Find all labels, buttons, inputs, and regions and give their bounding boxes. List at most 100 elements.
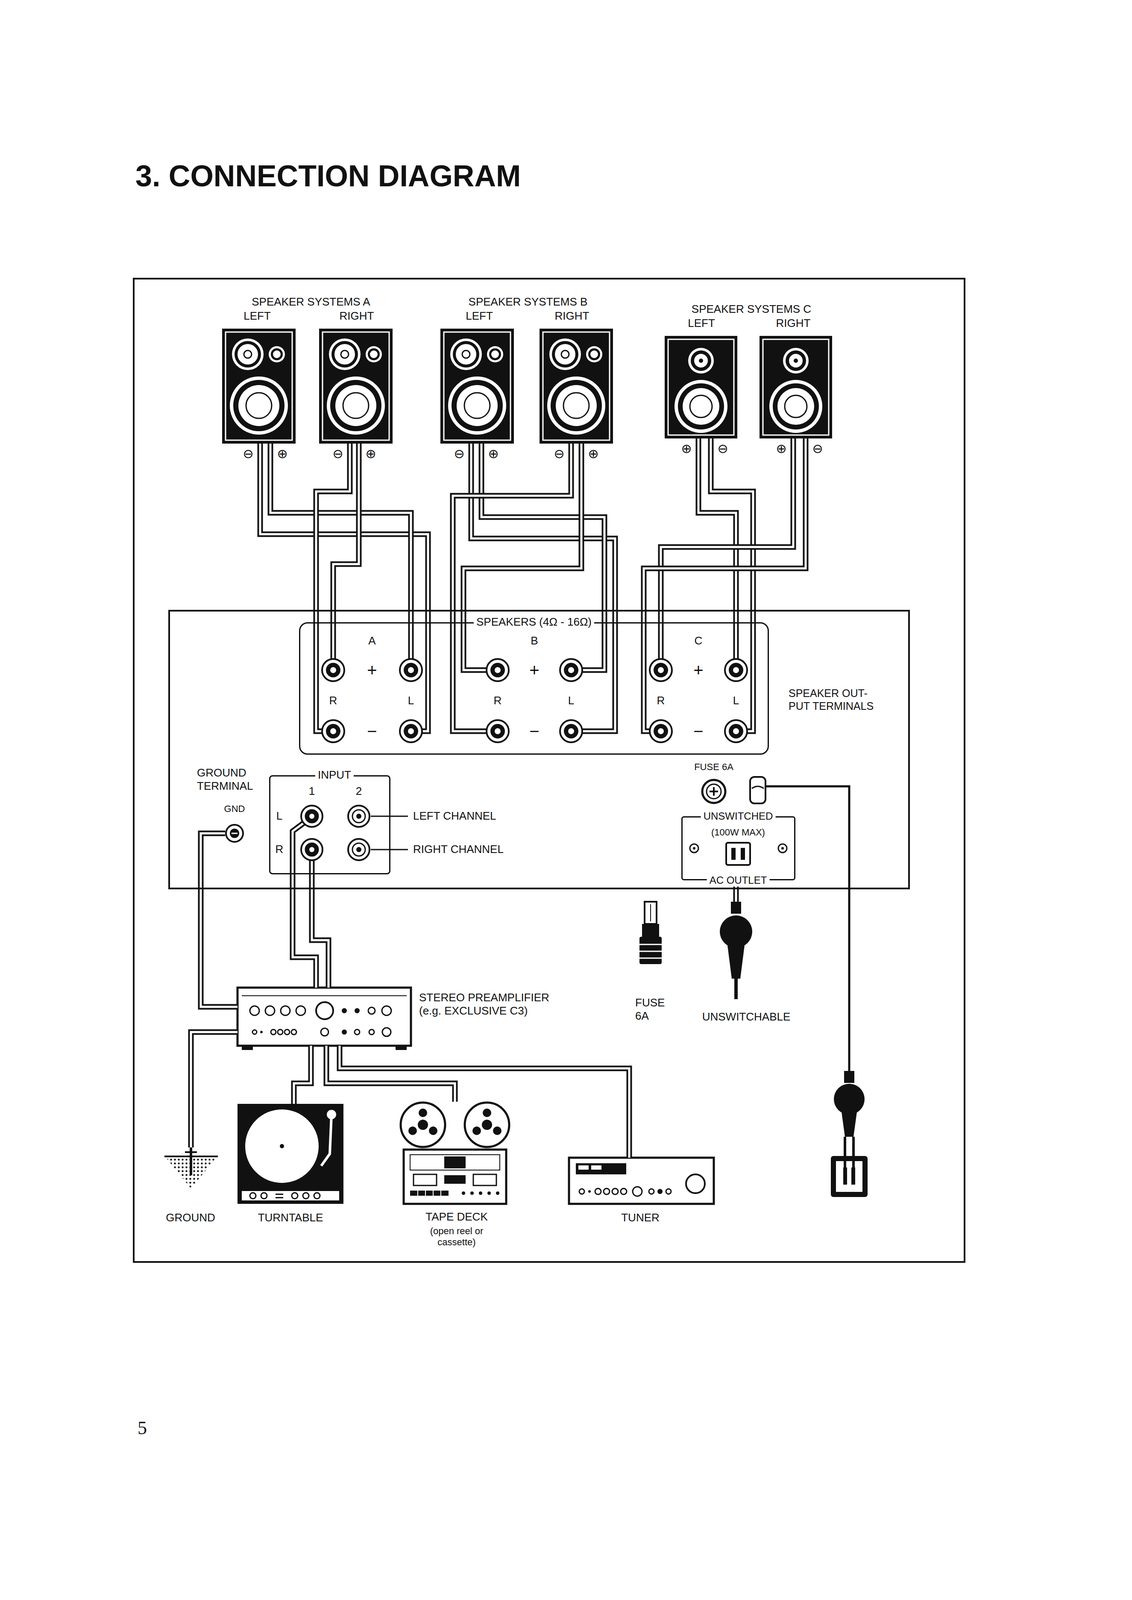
polarity-mark: ⊖: [453, 445, 465, 462]
wall-outlet: [830, 1070, 868, 1197]
cable-core: [333, 443, 359, 622]
input-jack-panel: INPUT: [269, 774, 391, 874]
polarity-mark: ⊕: [276, 445, 288, 462]
input-number: 2: [355, 784, 362, 798]
cable-sheath: [660, 438, 794, 622]
cable-core: [311, 873, 329, 988]
device-caption: GROUND: [165, 1210, 216, 1224]
cable-core: [471, 443, 616, 622]
tape-deck: TAPE DECK(open reel or cassette): [390, 1101, 524, 1204]
channel-label: LEFT: [687, 316, 716, 330]
device-caption: UNSWITCHABLE: [702, 1009, 791, 1024]
polarity-mark: ⊕: [487, 445, 499, 462]
terminal-caption: GROUND TERMINAL: [196, 765, 259, 793]
device-caption: TURNTABLE: [258, 1210, 324, 1224]
binding-posts: [322, 658, 748, 742]
ground-screw: [225, 824, 244, 842]
terminal-caption: SPEAKER OUT- PUT TERMINALS: [788, 686, 887, 713]
terminal-marking: GND: [224, 803, 246, 815]
device-caption: TAPE DECK: [425, 1209, 488, 1223]
speaker-cabinet: RIGHT: [539, 328, 613, 444]
cable: [200, 832, 238, 1007]
cable-core: [339, 1045, 630, 1158]
outlet-rating: (100W MAX): [711, 826, 766, 838]
fuse-art: [639, 901, 662, 964]
cable: [660, 438, 794, 622]
cable-sheath: [270, 443, 411, 622]
polarity-sign: −: [366, 720, 377, 742]
polarity-mark: ⊖: [717, 440, 728, 457]
polarity-mark: ⊕: [775, 440, 787, 457]
channel-letter: L: [407, 693, 414, 707]
polarity-mark: ⊕: [680, 440, 692, 457]
fuse: FUSE 6A: [640, 901, 661, 964]
cable: [311, 873, 329, 988]
turntable: TURNTABLE: [237, 1103, 344, 1204]
channel-letter: L: [733, 693, 740, 707]
tuner-art: [568, 1157, 714, 1204]
power-plug: UNSWITCHABLE: [719, 901, 753, 1000]
channel-letter: R: [656, 693, 666, 707]
channel-label: LEFT: [243, 309, 271, 323]
channel-callout: RIGHT CHANNEL: [413, 842, 504, 856]
ground-terminal: GROUND TERMINALGND: [225, 823, 244, 843]
cable-core: [481, 443, 605, 622]
cable-sheath: [311, 873, 329, 988]
cable: [471, 443, 616, 622]
polarity-mark: ⊖: [553, 445, 565, 462]
channel-callout: LEFT CHANNEL: [413, 809, 497, 823]
cable-sheath: [200, 832, 238, 1007]
ac-outlet: UNSWITCHED(100W MAX)AC OUTLET: [681, 815, 796, 880]
cable-core: [200, 832, 238, 1007]
speaker-cabinet: LEFT: [664, 335, 738, 439]
diagram-frame: [133, 278, 965, 1262]
polarity-mark: ⊕: [587, 445, 599, 462]
polarity-mark: ⊕: [365, 445, 376, 462]
cable-sheath: [698, 438, 737, 622]
cable-sheath: [333, 443, 359, 622]
speaker-cabinet: RIGHT: [759, 335, 833, 439]
outlet-caption: AC OUTLET: [706, 873, 770, 887]
cable: [698, 438, 737, 622]
cable-sheath: [643, 438, 806, 622]
cable: [270, 443, 411, 622]
page-number: 5: [137, 1416, 147, 1440]
cable: [260, 443, 429, 622]
stereo-preamplifier: STEREO PREAMPLIFIER (e.g. EXCLUSIVE C3): [237, 987, 411, 1046]
cable: [481, 443, 605, 622]
cable-core: [660, 438, 794, 622]
cable-sheath: [471, 443, 616, 622]
cable-core: [698, 438, 737, 622]
cable-sheath: [326, 1045, 455, 1102]
channel-letter: R: [275, 842, 284, 856]
tape-deck-art: [400, 1102, 510, 1204]
cable-sheath: [463, 443, 582, 622]
tuner: TUNER: [568, 1157, 714, 1204]
polarity-sign: −: [529, 720, 540, 742]
cable: [293, 1045, 311, 1104]
polarity-mark: ⊖: [332, 445, 344, 462]
channel-letter: L: [568, 693, 575, 707]
polarity-sign: +: [693, 659, 704, 681]
device-note: (open reel or cassette): [423, 1225, 490, 1248]
cable: [452, 443, 572, 622]
channel-letter: L: [276, 809, 283, 823]
channel-label: RIGHT: [554, 309, 590, 323]
turntable-art: [237, 1103, 344, 1204]
group-heading: SPEAKER SYSTEMS C: [691, 302, 812, 316]
cable-core: [710, 438, 754, 622]
channel-label: RIGHT: [339, 309, 375, 323]
fuse-holder: [702, 779, 726, 803]
panel-heading: INPUT: [315, 768, 354, 782]
speaker-leads: [292, 621, 754, 874]
plug-art: [719, 901, 753, 999]
speaker-cabinet-art: [222, 328, 833, 444]
polarity-mark: ⊖: [242, 445, 254, 462]
cable: [339, 1045, 630, 1158]
cable-sheath: [710, 438, 754, 622]
input-number: 1: [308, 784, 315, 798]
polarity-sign: +: [366, 659, 377, 681]
speaker-cabinet: RIGHT: [319, 328, 393, 444]
channel-letter: R: [329, 693, 338, 707]
cable-sheath: [481, 443, 605, 622]
